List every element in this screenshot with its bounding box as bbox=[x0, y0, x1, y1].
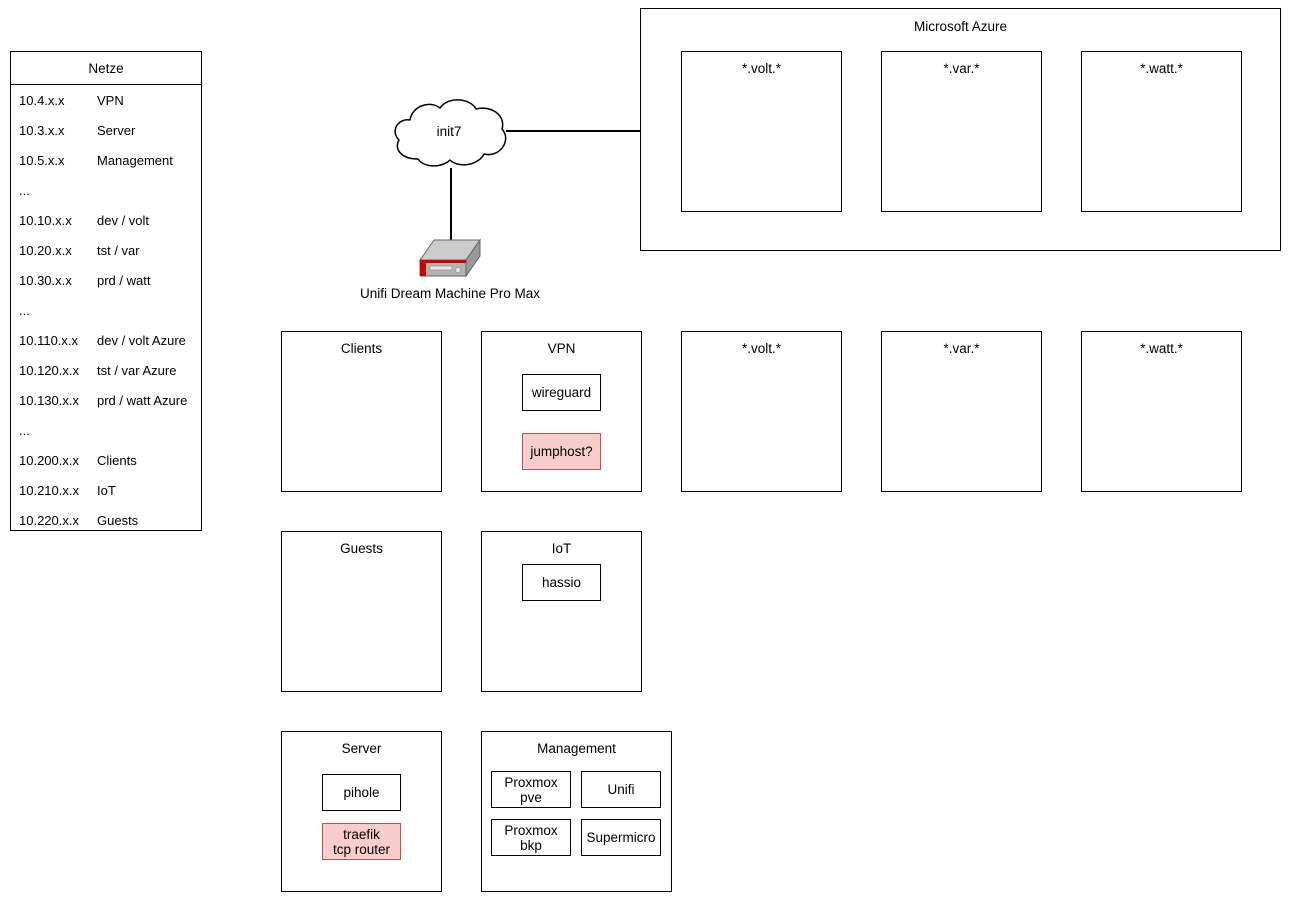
node-label: Unifi bbox=[607, 782, 635, 797]
legend-label: Guests bbox=[97, 512, 139, 528]
legend-row: 10.120.x.x tst / var Azure bbox=[11, 355, 201, 385]
legend-row: 10.210.x.x IoT bbox=[11, 475, 201, 505]
node-label: jumphost? bbox=[530, 444, 593, 459]
node-unifi[interactable]: Unifi bbox=[581, 771, 661, 808]
legend-label: prd / watt Azure bbox=[97, 392, 188, 408]
legend-network: 10.210.x.x bbox=[19, 482, 79, 498]
node-label: Proxmox pve bbox=[504, 774, 558, 805]
zone-server: Server pihole traefik tcp router bbox=[281, 731, 442, 892]
node-label: wireguard bbox=[531, 385, 592, 400]
netze-legend-table: Netze 10.4.x.x VPN 10.3.x.x Server 10.5.… bbox=[10, 51, 202, 531]
cloud-init7: init7 bbox=[388, 96, 510, 170]
legend-label: dev / volt Azure bbox=[97, 332, 186, 348]
node-hassio[interactable]: hassio bbox=[522, 564, 601, 601]
legend-row: 10.200.x.x Clients bbox=[11, 445, 201, 475]
legend-network: 10.3.x.x bbox=[19, 122, 65, 138]
node-label: Supermicro bbox=[586, 830, 656, 845]
legend-network: ... bbox=[19, 422, 30, 438]
legend-row: 10.20.x.x tst / var bbox=[11, 235, 201, 265]
legend-row: 10.220.x.x Guests bbox=[11, 505, 201, 535]
zone-var: *.var.* bbox=[881, 331, 1042, 492]
legend-label: Clients bbox=[97, 452, 137, 468]
legend-label: dev / volt bbox=[97, 212, 150, 228]
zone-title: Guests bbox=[340, 541, 383, 556]
legend-network: 10.20.x.x bbox=[19, 242, 72, 258]
zone-title: Management bbox=[537, 741, 616, 756]
connector-cloud-to-router bbox=[450, 168, 452, 240]
unifi-router-label: Unifi Dream Machine Pro Max bbox=[359, 286, 541, 301]
node-pihole[interactable]: pihole bbox=[322, 774, 401, 811]
legend-label: VPN bbox=[97, 92, 124, 108]
azure-zone-var: *.var.* bbox=[881, 51, 1042, 212]
zone-title: IoT bbox=[551, 541, 572, 556]
legend-network: 10.220.x.x bbox=[19, 512, 79, 528]
cloud-label: init7 bbox=[437, 124, 462, 139]
legend-network: 10.130.x.x bbox=[19, 392, 79, 408]
legend-row: 10.3.x.x Server bbox=[11, 115, 201, 145]
legend-row-separator: ... bbox=[11, 295, 201, 325]
legend-label: Management bbox=[97, 152, 173, 168]
zone-title: *.watt.* bbox=[1140, 341, 1183, 356]
legend-row: 10.5.x.x Management bbox=[11, 145, 201, 175]
legend-network: ... bbox=[19, 182, 30, 198]
node-traefik-tcp-router[interactable]: traefik tcp router bbox=[322, 823, 401, 860]
zone-volt: *.volt.* bbox=[681, 331, 842, 492]
legend-title: Netze bbox=[11, 52, 201, 85]
legend-label: Server bbox=[97, 122, 136, 138]
zone-title: *.volt.* bbox=[741, 341, 782, 356]
zone-title: Clients bbox=[340, 341, 383, 356]
node-proxmox-pve[interactable]: Proxmox pve bbox=[491, 771, 571, 808]
legend-row-separator: ... bbox=[11, 175, 201, 205]
azure-zone-title: *.volt.* bbox=[741, 61, 782, 76]
legend-row: 10.10.x.x dev / volt bbox=[11, 205, 201, 235]
zone-vpn: VPN wireguard jumphost? bbox=[481, 331, 642, 492]
azure-title: Microsoft Azure bbox=[913, 19, 1008, 34]
legend-label: tst / var Azure bbox=[97, 362, 177, 378]
legend-network: 10.30.x.x bbox=[19, 272, 72, 288]
legend-network: 10.10.x.x bbox=[19, 212, 72, 228]
node-label: traefik tcp router bbox=[332, 826, 391, 857]
zone-watt: *.watt.* bbox=[1081, 331, 1242, 492]
legend-network: 10.200.x.x bbox=[19, 452, 79, 468]
connector-cloud-to-azure bbox=[506, 130, 641, 132]
legend-row-separator: ... bbox=[11, 415, 201, 445]
legend-row: 10.4.x.x VPN bbox=[11, 85, 201, 115]
zone-title: Server bbox=[341, 741, 382, 756]
legend-network: 10.4.x.x bbox=[19, 92, 65, 108]
node-label: pihole bbox=[343, 785, 380, 800]
zone-title: *.var.* bbox=[943, 341, 980, 356]
azure-zone-title: *.var.* bbox=[943, 61, 980, 76]
zone-guests: Guests bbox=[281, 531, 442, 692]
legend-network: 10.5.x.x bbox=[19, 152, 65, 168]
legend-label: tst / var bbox=[97, 242, 140, 258]
legend-label: IoT bbox=[97, 482, 116, 498]
node-wireguard[interactable]: wireguard bbox=[522, 374, 601, 411]
legend-network: ... bbox=[19, 302, 30, 318]
node-label: hassio bbox=[541, 575, 582, 590]
node-jumphost[interactable]: jumphost? bbox=[522, 433, 601, 470]
zone-title: VPN bbox=[547, 341, 576, 356]
zone-clients: Clients bbox=[281, 331, 442, 492]
zone-management: Management Proxmox pve Unifi Proxmox bkp… bbox=[481, 731, 672, 892]
legend-network: 10.120.x.x bbox=[19, 362, 79, 378]
node-supermicro[interactable]: Supermicro bbox=[581, 819, 661, 856]
legend-label: prd / watt bbox=[97, 272, 151, 288]
legend-row: 10.130.x.x prd / watt Azure bbox=[11, 385, 201, 415]
legend-network: 10.110.x.x bbox=[19, 332, 79, 348]
azure-zone-title: *.watt.* bbox=[1140, 61, 1183, 76]
legend-row: 10.30.x.x prd / watt bbox=[11, 265, 201, 295]
zone-iot: IoT hassio bbox=[481, 531, 642, 692]
azure-zone-watt: *.watt.* bbox=[1081, 51, 1242, 212]
azure-zone-volt: *.volt.* bbox=[681, 51, 842, 212]
node-label: Proxmox bkp bbox=[504, 822, 558, 853]
legend-row: 10.110.x.x dev / volt Azure bbox=[11, 325, 201, 355]
node-proxmox-bkp[interactable]: Proxmox bkp bbox=[491, 819, 571, 856]
legend-rows: 10.4.x.x VPN 10.3.x.x Server 10.5.x.x Ma… bbox=[11, 85, 201, 535]
unifi-router-icon bbox=[418, 238, 482, 282]
cloud-shape bbox=[394, 99, 507, 167]
